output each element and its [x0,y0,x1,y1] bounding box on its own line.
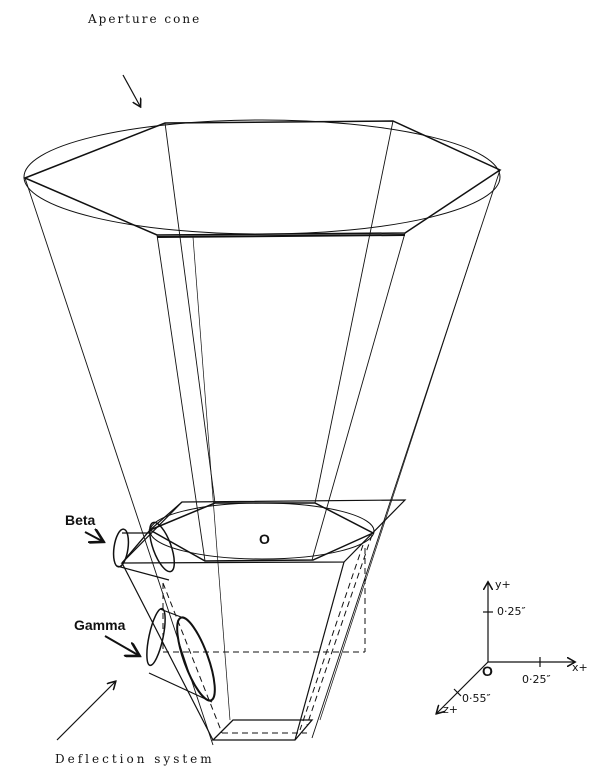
center-mark: O [259,531,270,547]
axis-triad [437,583,574,713]
y-axis-label: y+ [495,578,511,591]
deflection-arrow [56,682,115,741]
aperture-top [23,119,502,238]
origin-label: O [482,663,493,679]
aperture-arrow [122,74,140,106]
gamma-detector [146,607,216,703]
gamma-arrow [104,635,138,655]
deflection-body [121,534,373,741]
aperture-cone-label: Aperture cone [88,12,202,26]
cone-lines [24,120,501,746]
x-axis-label: x+ [572,661,588,674]
deflection-system-label: Deflection system [55,752,215,766]
beta-detector [112,521,176,581]
x-tick-label: 0·25″ [522,673,551,686]
beta-arrow [84,532,102,541]
z-axis-label: z+ [443,703,458,716]
z-tick-label: 0·55″ [462,692,491,705]
beta-label: Beta [65,512,96,528]
z-axis [437,661,489,713]
y-tick-label: 0·25″ [497,605,526,618]
gamma-label: Gamma [74,617,126,633]
